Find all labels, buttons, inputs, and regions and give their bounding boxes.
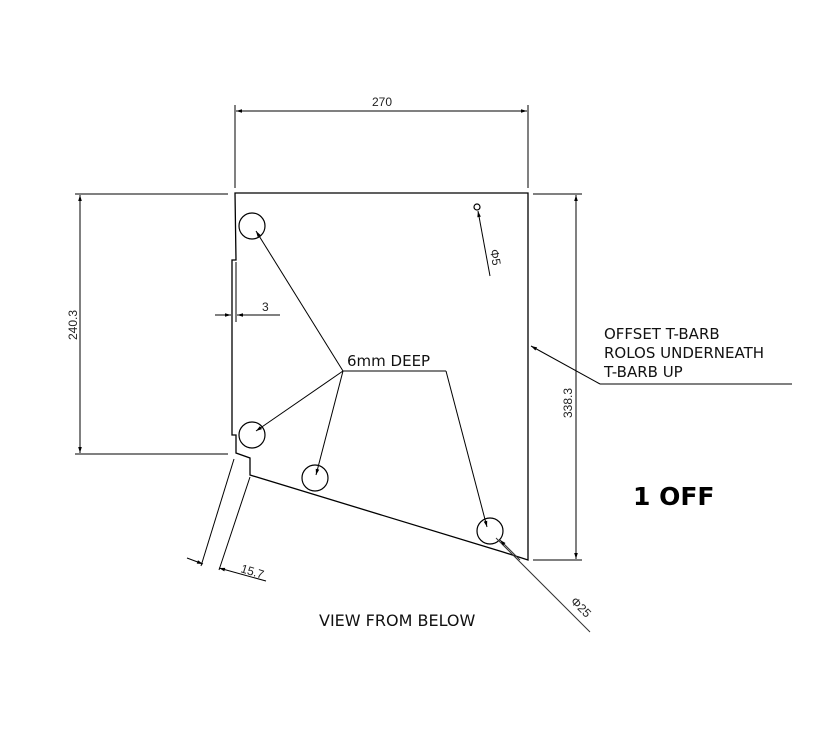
hole-bottom-middle bbox=[301, 464, 329, 492]
hole-bottom-right bbox=[476, 517, 504, 545]
view-label: VIEW FROM BELOW bbox=[319, 611, 476, 630]
leader-phi5 bbox=[477, 210, 491, 277]
hole-small bbox=[473, 203, 481, 211]
phi5-text: Φ5 bbox=[487, 248, 504, 267]
leader-tbarb bbox=[530, 345, 792, 385]
leader-6mm-deep bbox=[255, 230, 488, 528]
depth-note: 6mm DEEP bbox=[347, 352, 430, 370]
dim-3 bbox=[215, 262, 280, 322]
part-outline bbox=[231, 192, 529, 561]
phi25-text: Φ25 bbox=[568, 594, 594, 620]
quantity-label: 1 OFF bbox=[633, 482, 715, 511]
dim-338 bbox=[533, 193, 582, 561]
dim-270 bbox=[234, 105, 529, 188]
dim-15-7 bbox=[186, 458, 267, 582]
leader-phi25 bbox=[495, 537, 591, 633]
dim-270-text: 270 bbox=[372, 95, 392, 109]
dim-3-text: 3 bbox=[262, 300, 269, 314]
dim-240 bbox=[75, 193, 228, 455]
tbarb-note-line2: ROLOS UNDERNEATH bbox=[604, 344, 764, 362]
dim-15-7-text: 15.7 bbox=[239, 561, 266, 581]
dim-338-text: 338.3 bbox=[561, 388, 575, 418]
holes bbox=[238, 203, 504, 545]
tbarb-note-line1: OFFSET T-BARB bbox=[604, 325, 720, 343]
hole-top-left bbox=[238, 212, 266, 240]
dim-240-text: 240.3 bbox=[66, 310, 80, 340]
hole-bottom-left bbox=[238, 421, 266, 449]
tbarb-note-line3: T-BARB UP bbox=[603, 363, 683, 381]
